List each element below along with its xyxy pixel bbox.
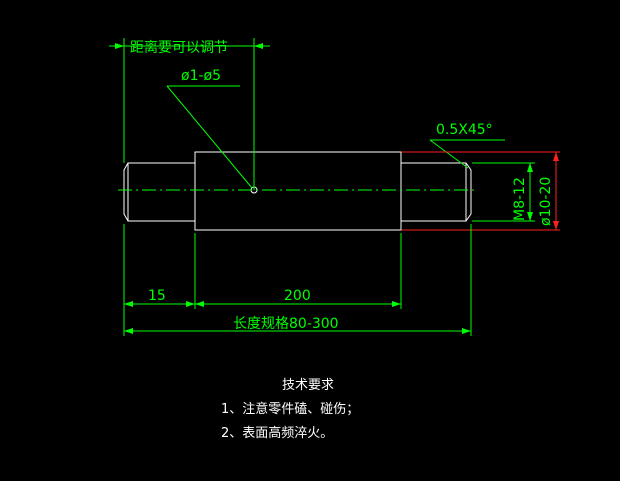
adjustable-distance-label: 距离要可以调节 <box>130 39 228 56</box>
hole-leader-line <box>166 85 253 189</box>
diameter-label: ø10-20 <box>538 177 554 226</box>
hole-diameter-label: ø1-ø5 <box>181 68 221 84</box>
thread-label: M8-12 <box>512 177 528 221</box>
dim-middle-arrow-b <box>392 301 401 307</box>
chamfer-leader-line <box>429 139 469 169</box>
shaft-geometry <box>123 151 472 231</box>
adjustable-arrow-right <box>254 43 263 49</box>
dim-middle-label: 200 <box>284 288 311 304</box>
length-spec-label: 长度规格80-300 <box>233 316 339 332</box>
technical-notes: 技术要求 1、注意零件磕、碰伤； 2、表面高频淬火。 <box>221 378 359 441</box>
thread-arrow-bottom <box>527 212 533 221</box>
main-body-outline <box>194 151 402 231</box>
chamfer-label: 0.5X45° <box>436 122 493 138</box>
diameter-arrow-top <box>553 152 559 161</box>
right-vertical-dimensions: M8-12 ø10-20 <box>402 151 560 231</box>
right-stub-outline <box>401 162 472 222</box>
bottom-dimensions: 15 200 长度规格80-300 <box>123 224 472 336</box>
notes-title: 技术要求 <box>282 378 334 393</box>
length-arrow-b <box>462 328 471 334</box>
chamfer-leader: 0.5X45° <box>429 122 505 169</box>
thread-arrow-top <box>527 163 533 172</box>
dim-left-arrow-a <box>124 301 133 307</box>
left-stub-outline <box>123 162 195 222</box>
adjustable-distance-dimension: 距离要可以调节 <box>109 38 270 190</box>
diameter-arrow-bottom <box>553 221 559 230</box>
length-arrow-a <box>124 328 133 334</box>
notes-line-1: 1、注意零件磕、碰伤； <box>221 401 359 417</box>
hole-diameter-leader: ø1-ø5 <box>166 68 253 189</box>
dim-left-label: 15 <box>148 288 166 304</box>
dim-middle-arrow-a <box>195 301 204 307</box>
dim-left-arrow-b <box>186 301 195 307</box>
adjustable-arrow-left <box>115 43 124 49</box>
notes-line-2: 2、表面高频淬火。 <box>221 425 333 441</box>
